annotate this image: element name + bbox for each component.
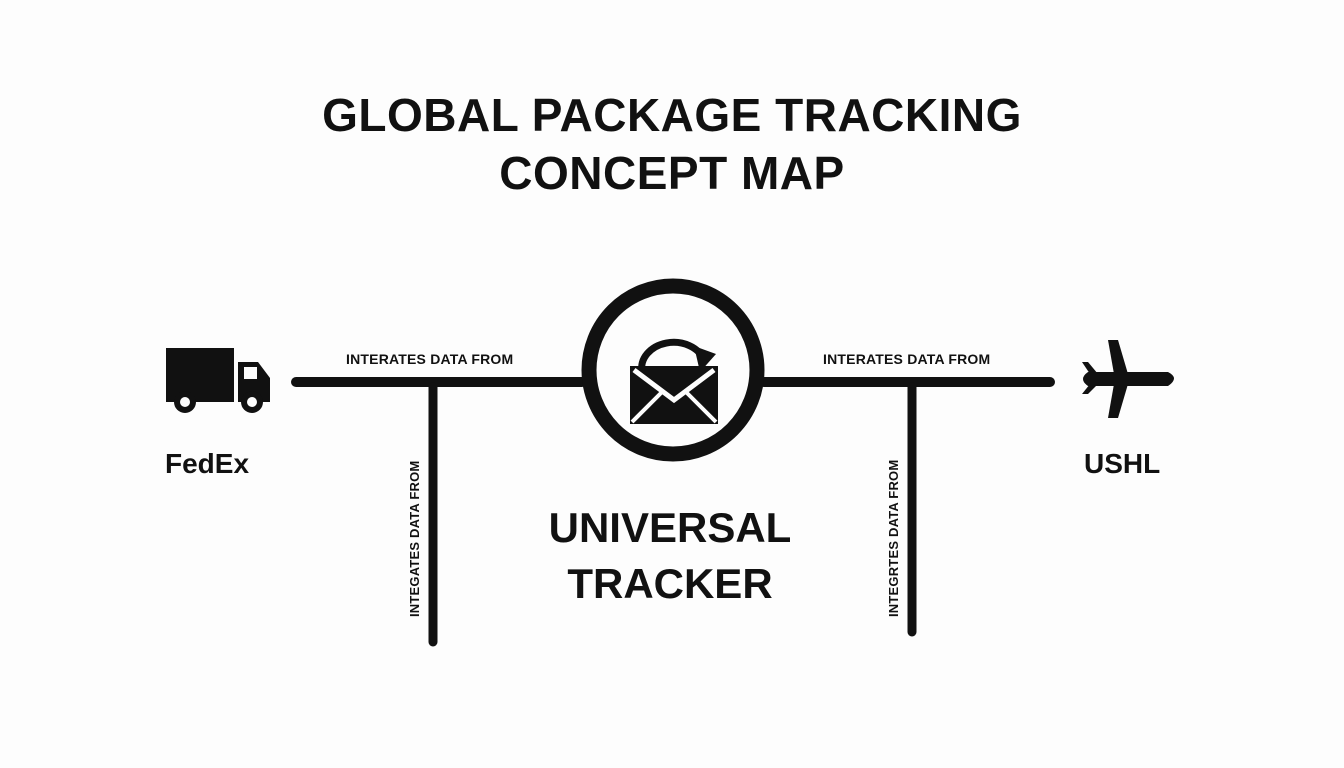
hub-label-line-2: TRACKER bbox=[567, 560, 773, 607]
airplane-icon bbox=[1082, 340, 1174, 418]
envelope-sync-icon bbox=[630, 338, 718, 424]
title-line-1: GLOBAL PACKAGE TRACKING bbox=[322, 89, 1022, 141]
edge-label-right-horizontal: INTERATES DATA FROM bbox=[823, 351, 991, 367]
hub-label: UNIVERSAL TRACKER bbox=[520, 500, 820, 612]
hub-label-line-1: UNIVERSAL bbox=[548, 504, 792, 551]
edge-label-left-vertical: INTEGATES DATA FROM bbox=[407, 460, 422, 617]
edge-label-right-vertical: INTEGRTES DATA FROM bbox=[886, 459, 901, 617]
diagram-title: GLOBAL PACKAGE TRACKING CONCEPT MAP bbox=[0, 86, 1344, 202]
node-label-fedex: FedEx bbox=[165, 448, 250, 479]
node-label-ushl: USHL bbox=[1084, 448, 1161, 479]
edge-label-left-horizontal: INTERATES DATA FROM bbox=[346, 351, 514, 367]
title-line-2: CONCEPT MAP bbox=[499, 147, 845, 199]
truck-icon bbox=[166, 348, 270, 413]
